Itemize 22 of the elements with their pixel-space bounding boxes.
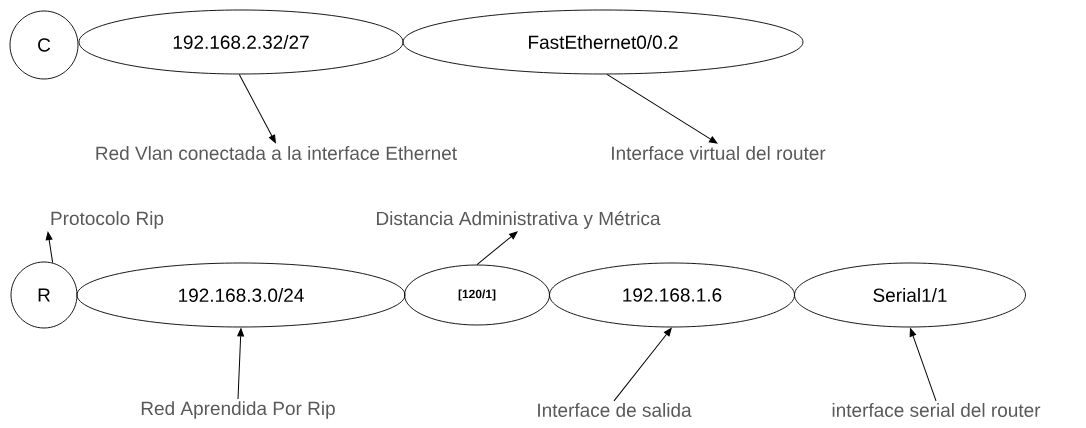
ellipse-node: FastEthernet0/0.2: [402, 9, 804, 75]
arrow: [45, 231, 54, 264]
ellipse-node: [120/1]: [404, 264, 550, 326]
ellipse-node: 192.168.3.0/24: [76, 262, 406, 328]
annotation-label: Red Aprendida Por Rip: [141, 401, 335, 419]
annotation-label: Protocolo Rip: [51, 211, 164, 229]
arrow: [238, 73, 276, 144]
annotation-label: Distancia Administrativa y Métrica: [377, 211, 661, 229]
annotation-label: Interface de salida: [538, 403, 692, 417]
arrow: [606, 73, 718, 144]
arrow: [613, 328, 672, 402]
arrow: [909, 328, 937, 402]
arrow: [476, 231, 518, 266]
ellipse-node: 192.168.2.32/27: [78, 9, 404, 75]
ellipse-node: Serial1/1: [794, 262, 1026, 328]
annotation-label: interface serial del router: [832, 403, 1041, 417]
ellipse-node: 192.168.1.6: [549, 262, 795, 328]
arrow: [237, 328, 245, 400]
annotation-label: Red Vlan conectada a la interface Ethernet: [96, 146, 457, 160]
annotation-label: Interface virtual del router: [612, 146, 826, 160]
circle-node: R: [10, 261, 78, 329]
circle-node: C: [9, 10, 79, 80]
